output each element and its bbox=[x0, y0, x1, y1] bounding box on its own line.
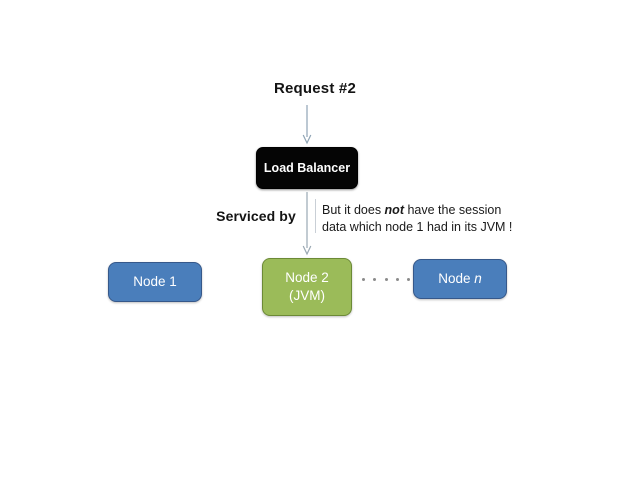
request-label: Request #2 bbox=[273, 80, 357, 97]
node-n-label: Node n bbox=[438, 270, 482, 288]
note-line-1: But it does not have the session bbox=[322, 203, 501, 217]
ellipsis-dot bbox=[407, 277, 410, 281]
ellipsis-dot bbox=[373, 277, 377, 281]
ellipsis-dots bbox=[362, 274, 410, 284]
load-balancer-box[interactable]: Load Balancer bbox=[256, 147, 358, 189]
node-n-label-italic: n bbox=[474, 271, 482, 286]
ellipsis-dot bbox=[395, 277, 399, 281]
node-box-n[interactable]: Node n bbox=[413, 259, 507, 299]
node-2-label-line1: Node 2 bbox=[285, 270, 329, 285]
note-emphasis-not: not bbox=[384, 203, 404, 217]
note-line-1-pre: But it does bbox=[322, 203, 385, 217]
ellipsis-dot bbox=[384, 277, 388, 281]
session-note: But it does not have the session data wh… bbox=[322, 202, 522, 236]
arrow-request-to-load-balancer bbox=[301, 105, 313, 145]
node-box-1[interactable]: Node 1 bbox=[108, 262, 202, 302]
note-divider bbox=[315, 199, 316, 233]
note-line-1-post: have the session bbox=[403, 203, 502, 217]
node-1-label: Node 1 bbox=[133, 274, 177, 289]
node-box-2[interactable]: Node 2 (JVM) bbox=[262, 258, 352, 316]
arrow-load-balancer-to-node-2 bbox=[301, 192, 313, 256]
ellipsis-dot bbox=[362, 277, 365, 281]
node-2-label-line2: (JVM) bbox=[288, 288, 325, 303]
serviced-by-label: Serviced by bbox=[216, 208, 296, 224]
node-n-label-pre: Node bbox=[438, 271, 475, 286]
note-line-2: data which node 1 had in its JVM ! bbox=[322, 220, 513, 234]
